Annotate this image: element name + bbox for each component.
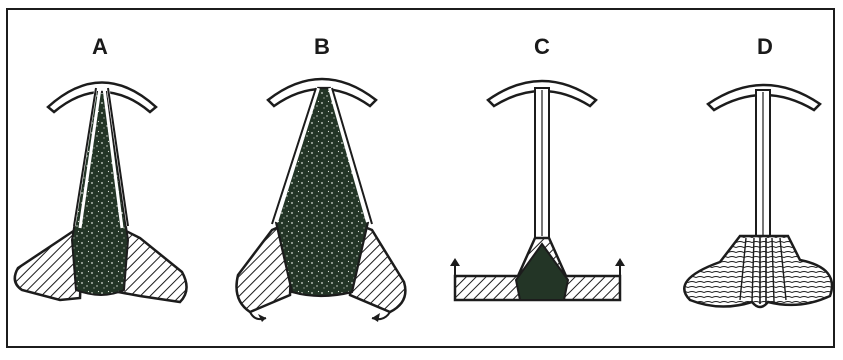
panel-a-figure [15, 83, 187, 303]
panel-d-figure [684, 85, 832, 307]
panel-b-core [276, 88, 368, 296]
panel-b-label: B [302, 34, 342, 60]
panel-a-label: A [80, 34, 120, 60]
panel-d-label: D [745, 34, 785, 60]
panel-c-core [516, 244, 568, 300]
panel-b-figure [237, 79, 406, 322]
panel-c-figure [450, 81, 625, 300]
panel-d-body [684, 236, 832, 307]
panel-c-label: C [522, 34, 562, 60]
